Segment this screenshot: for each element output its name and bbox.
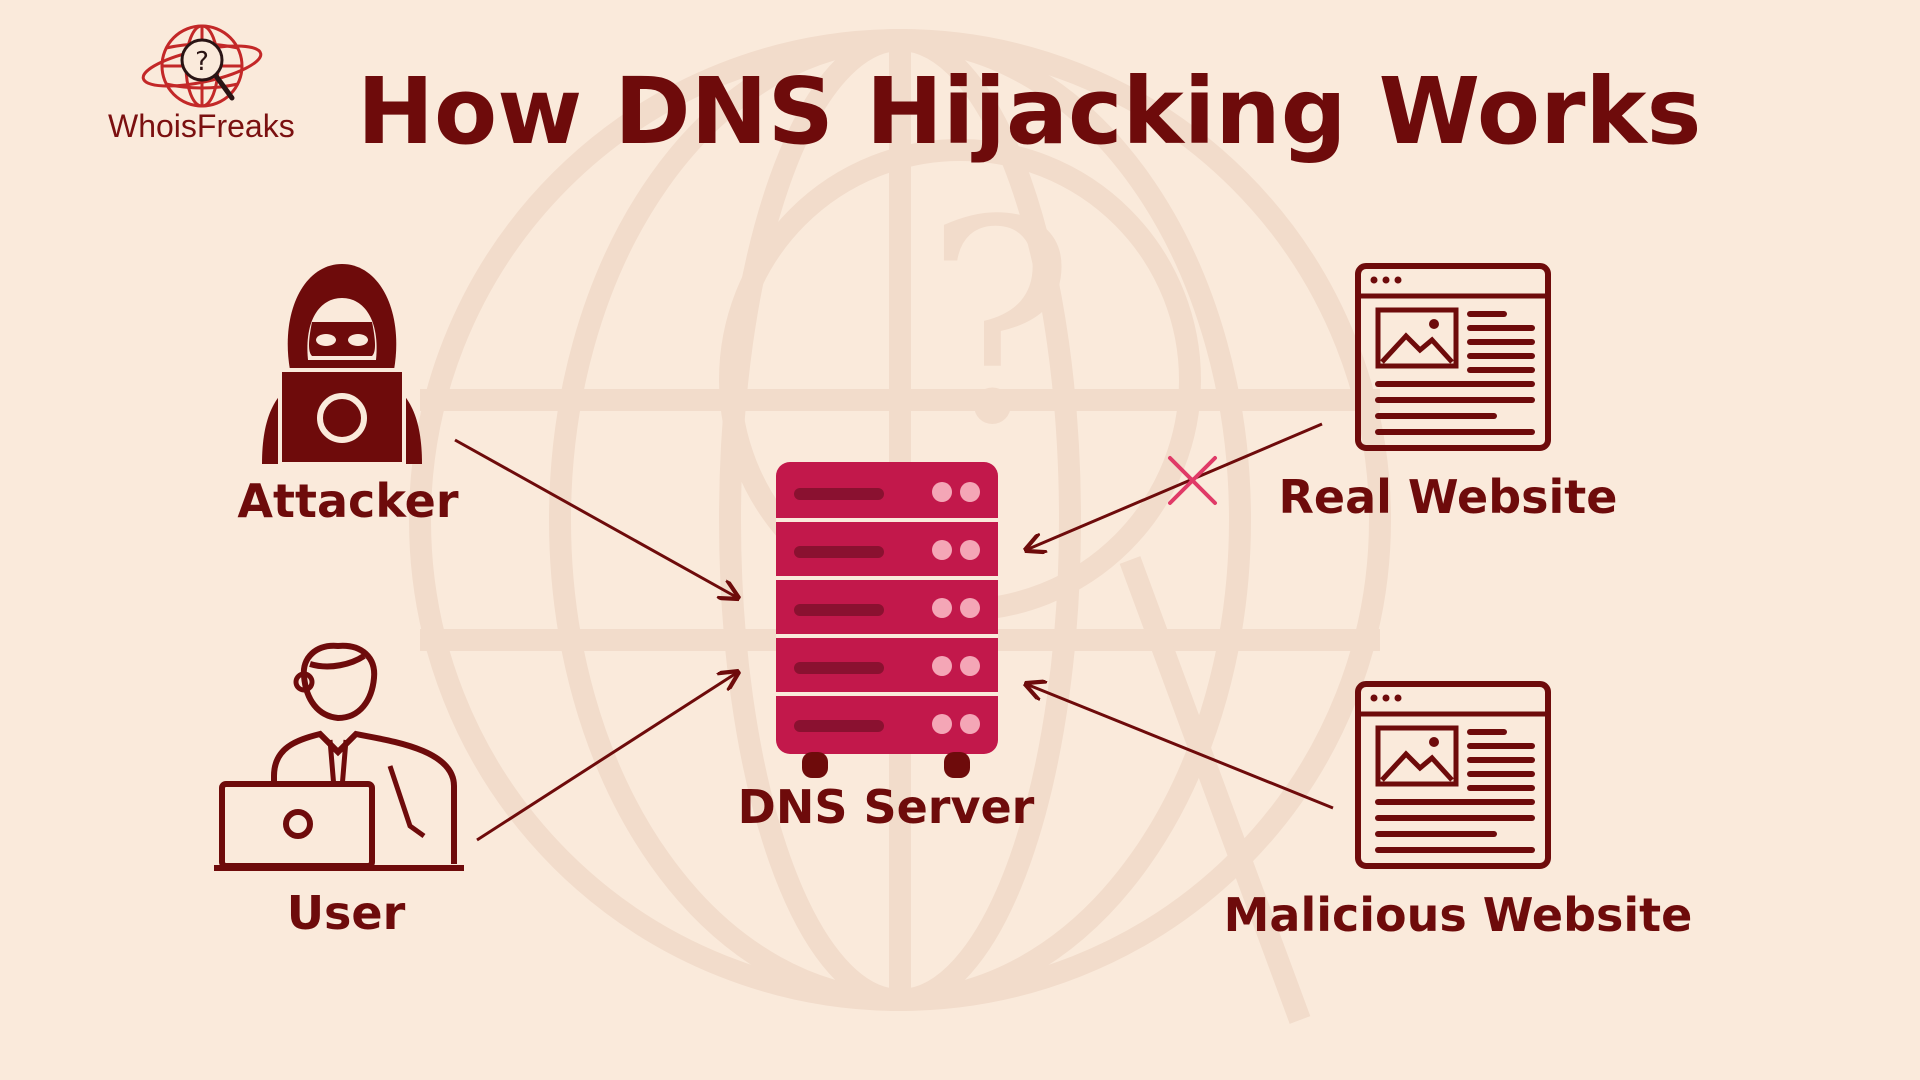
svg-text:?: ? bbox=[925, 161, 1075, 487]
server-rack-icon bbox=[776, 462, 998, 778]
hooded-hacker-icon bbox=[262, 264, 422, 466]
arrow-attacker-to-dns bbox=[454, 438, 738, 598]
svg-text:?: ? bbox=[195, 47, 209, 77]
whoisfreaks-logo-icon: ? bbox=[141, 24, 263, 108]
malicious-website-label: Malicious Website bbox=[1223, 888, 1693, 942]
real-website-label: Real Website bbox=[1278, 470, 1618, 524]
page-title: How DNS Hijacking Works bbox=[357, 58, 1702, 165]
webpage-icon bbox=[1355, 681, 1551, 869]
attacker-label: Attacker bbox=[237, 474, 459, 528]
brand-name: WhoisFreaks bbox=[108, 108, 295, 144]
arrow-user-to-dns bbox=[476, 672, 738, 842]
man-laptop-icon bbox=[214, 642, 464, 871]
arrow-real-website-to-dns bbox=[1026, 422, 1323, 550]
user-label: User bbox=[286, 886, 406, 940]
webpage-icon bbox=[1355, 263, 1551, 451]
blocked-x-icon bbox=[1168, 456, 1217, 505]
dns-server-label: DNS Server bbox=[737, 780, 1035, 834]
arrow-malicious-website-to-dns bbox=[1026, 684, 1334, 810]
